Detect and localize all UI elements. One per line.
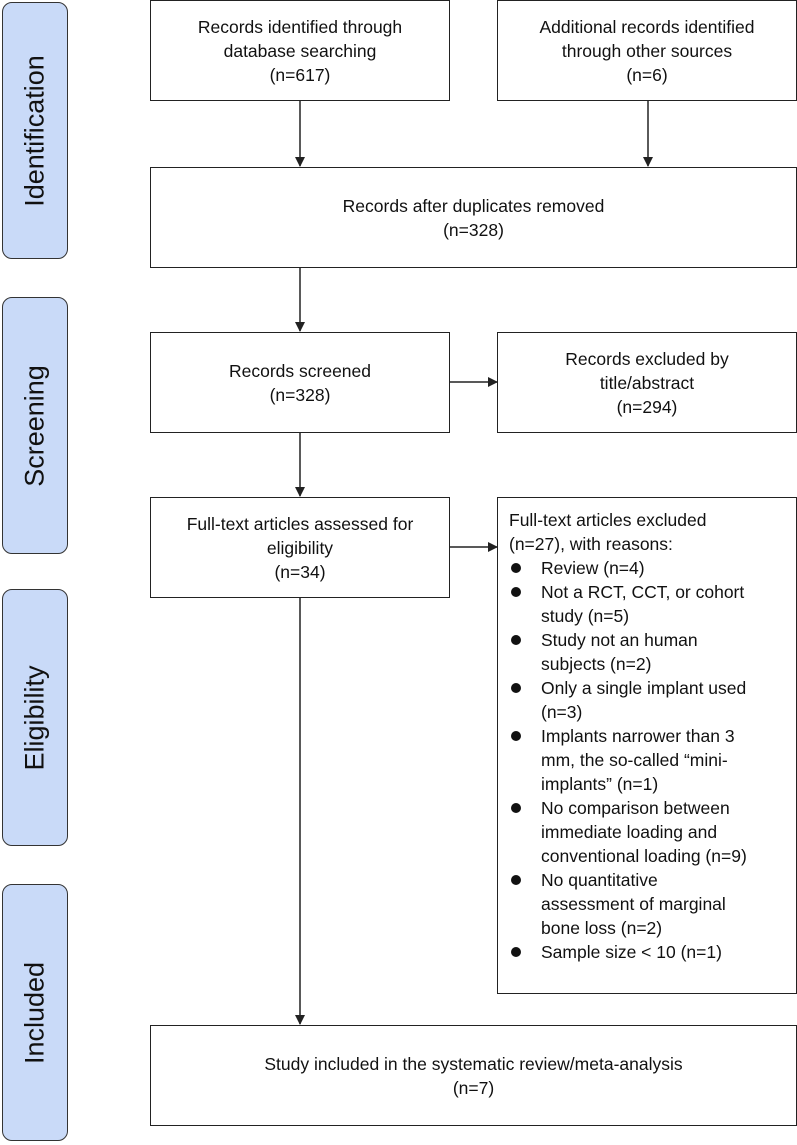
phase-identification: Identification: [2, 2, 68, 259]
phase-screening-label: Screening: [19, 364, 50, 487]
phase-eligibility: Eligibility: [2, 589, 68, 846]
phase-eligibility-label: Eligibility: [19, 664, 50, 771]
phase-screening: Screening: [2, 297, 68, 554]
exclusion-reason: Review (n=4): [509, 556, 747, 580]
box-other-sources-text: Additional records identified through ot…: [539, 16, 755, 85]
phase-included-label: Included: [19, 961, 50, 1064]
exclusion-reason: Not a RCT, CCT, or cohort study (n=5): [509, 580, 747, 628]
exclusion-reason: No quantitative assessment of marginal b…: [509, 868, 747, 940]
exclusion-reason: Study not an human subjects (n=2): [509, 628, 747, 676]
box-after-duplicates-text: Records after duplicates removed (n=328): [342, 195, 605, 240]
box-database-records-text: Records identified through database sear…: [197, 16, 403, 85]
exclusion-reason: No comparison between immediate loading …: [509, 796, 747, 868]
phase-identification-label: Identification: [19, 54, 50, 207]
box-fulltext-assessed: Full-text articles assessed for eligibil…: [150, 497, 450, 598]
box-excluded-title-abstract-text: Records excluded by title/abstract (n=29…: [565, 348, 729, 417]
exclusion-reason: Sample size < 10 (n=1): [509, 940, 747, 964]
box-fulltext-assessed-text: Full-text articles assessed for eligibil…: [186, 513, 414, 582]
box-other-sources: Additional records identified through ot…: [497, 0, 797, 101]
box-study-included-text: Study included in the systematic review/…: [264, 1053, 683, 1098]
exclusion-reason: Only a single implant used (n=3): [509, 676, 747, 724]
box-fulltext-excluded: Full-text articles excluded (n=27), with…: [497, 497, 797, 994]
fulltext-excluded-heading: Full-text articles excluded (n=27), with…: [509, 510, 707, 554]
box-after-duplicates: Records after duplicates removed (n=328): [150, 167, 797, 268]
box-records-screened-text: Records screened (n=328): [228, 360, 372, 405]
box-records-screened: Records screened (n=328): [150, 332, 450, 433]
exclusion-reasons-list: Review (n=4) Not a RCT, CCT, or cohort s…: [509, 556, 747, 964]
box-database-records: Records identified through database sear…: [150, 0, 450, 101]
box-excluded-title-abstract: Records excluded by title/abstract (n=29…: [497, 332, 797, 433]
box-study-included: Study included in the systematic review/…: [150, 1025, 797, 1126]
exclusion-reason: Implants narrower than 3 mm, the so-call…: [509, 724, 747, 796]
phase-included: Included: [2, 884, 68, 1141]
